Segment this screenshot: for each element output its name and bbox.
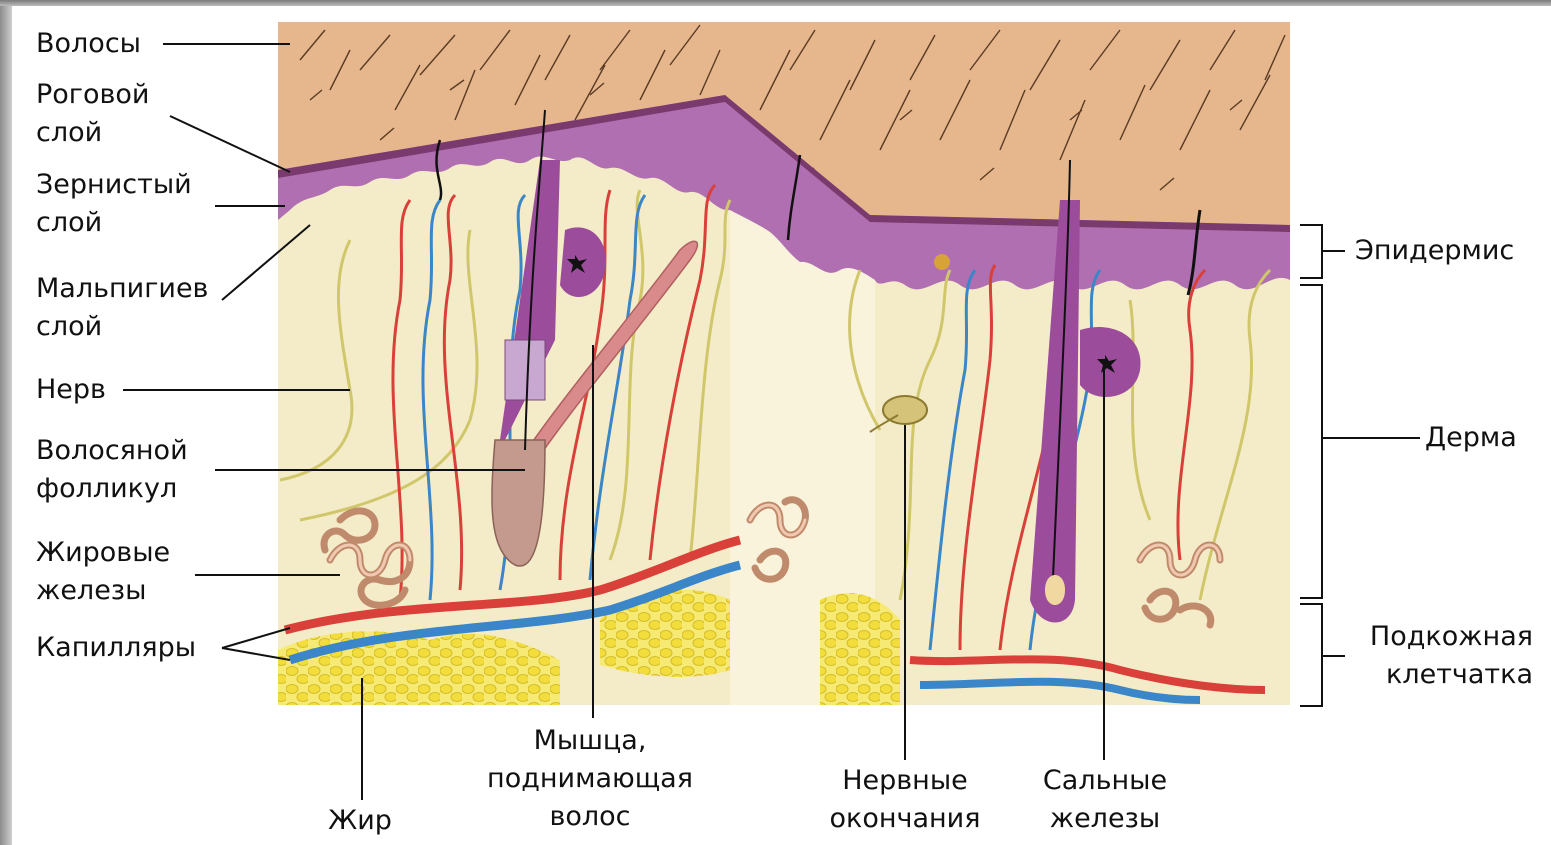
label-hair: Волосы [36, 25, 141, 63]
hair-follicle-left-root [505, 340, 545, 400]
label-capillaries: Капилляры [36, 629, 196, 667]
label-epidermis: Эпидермис [1355, 232, 1514, 270]
skin-block [278, 22, 1290, 705]
fat-region-right [820, 593, 900, 705]
hair-papilla-right [1045, 575, 1065, 605]
label-dermis: Дерма [1425, 419, 1517, 457]
nerve-ending-small [934, 254, 950, 270]
label-fat: Жир [300, 802, 420, 840]
fat-region-left [278, 631, 560, 705]
label-nerve: Нерв [36, 371, 106, 409]
